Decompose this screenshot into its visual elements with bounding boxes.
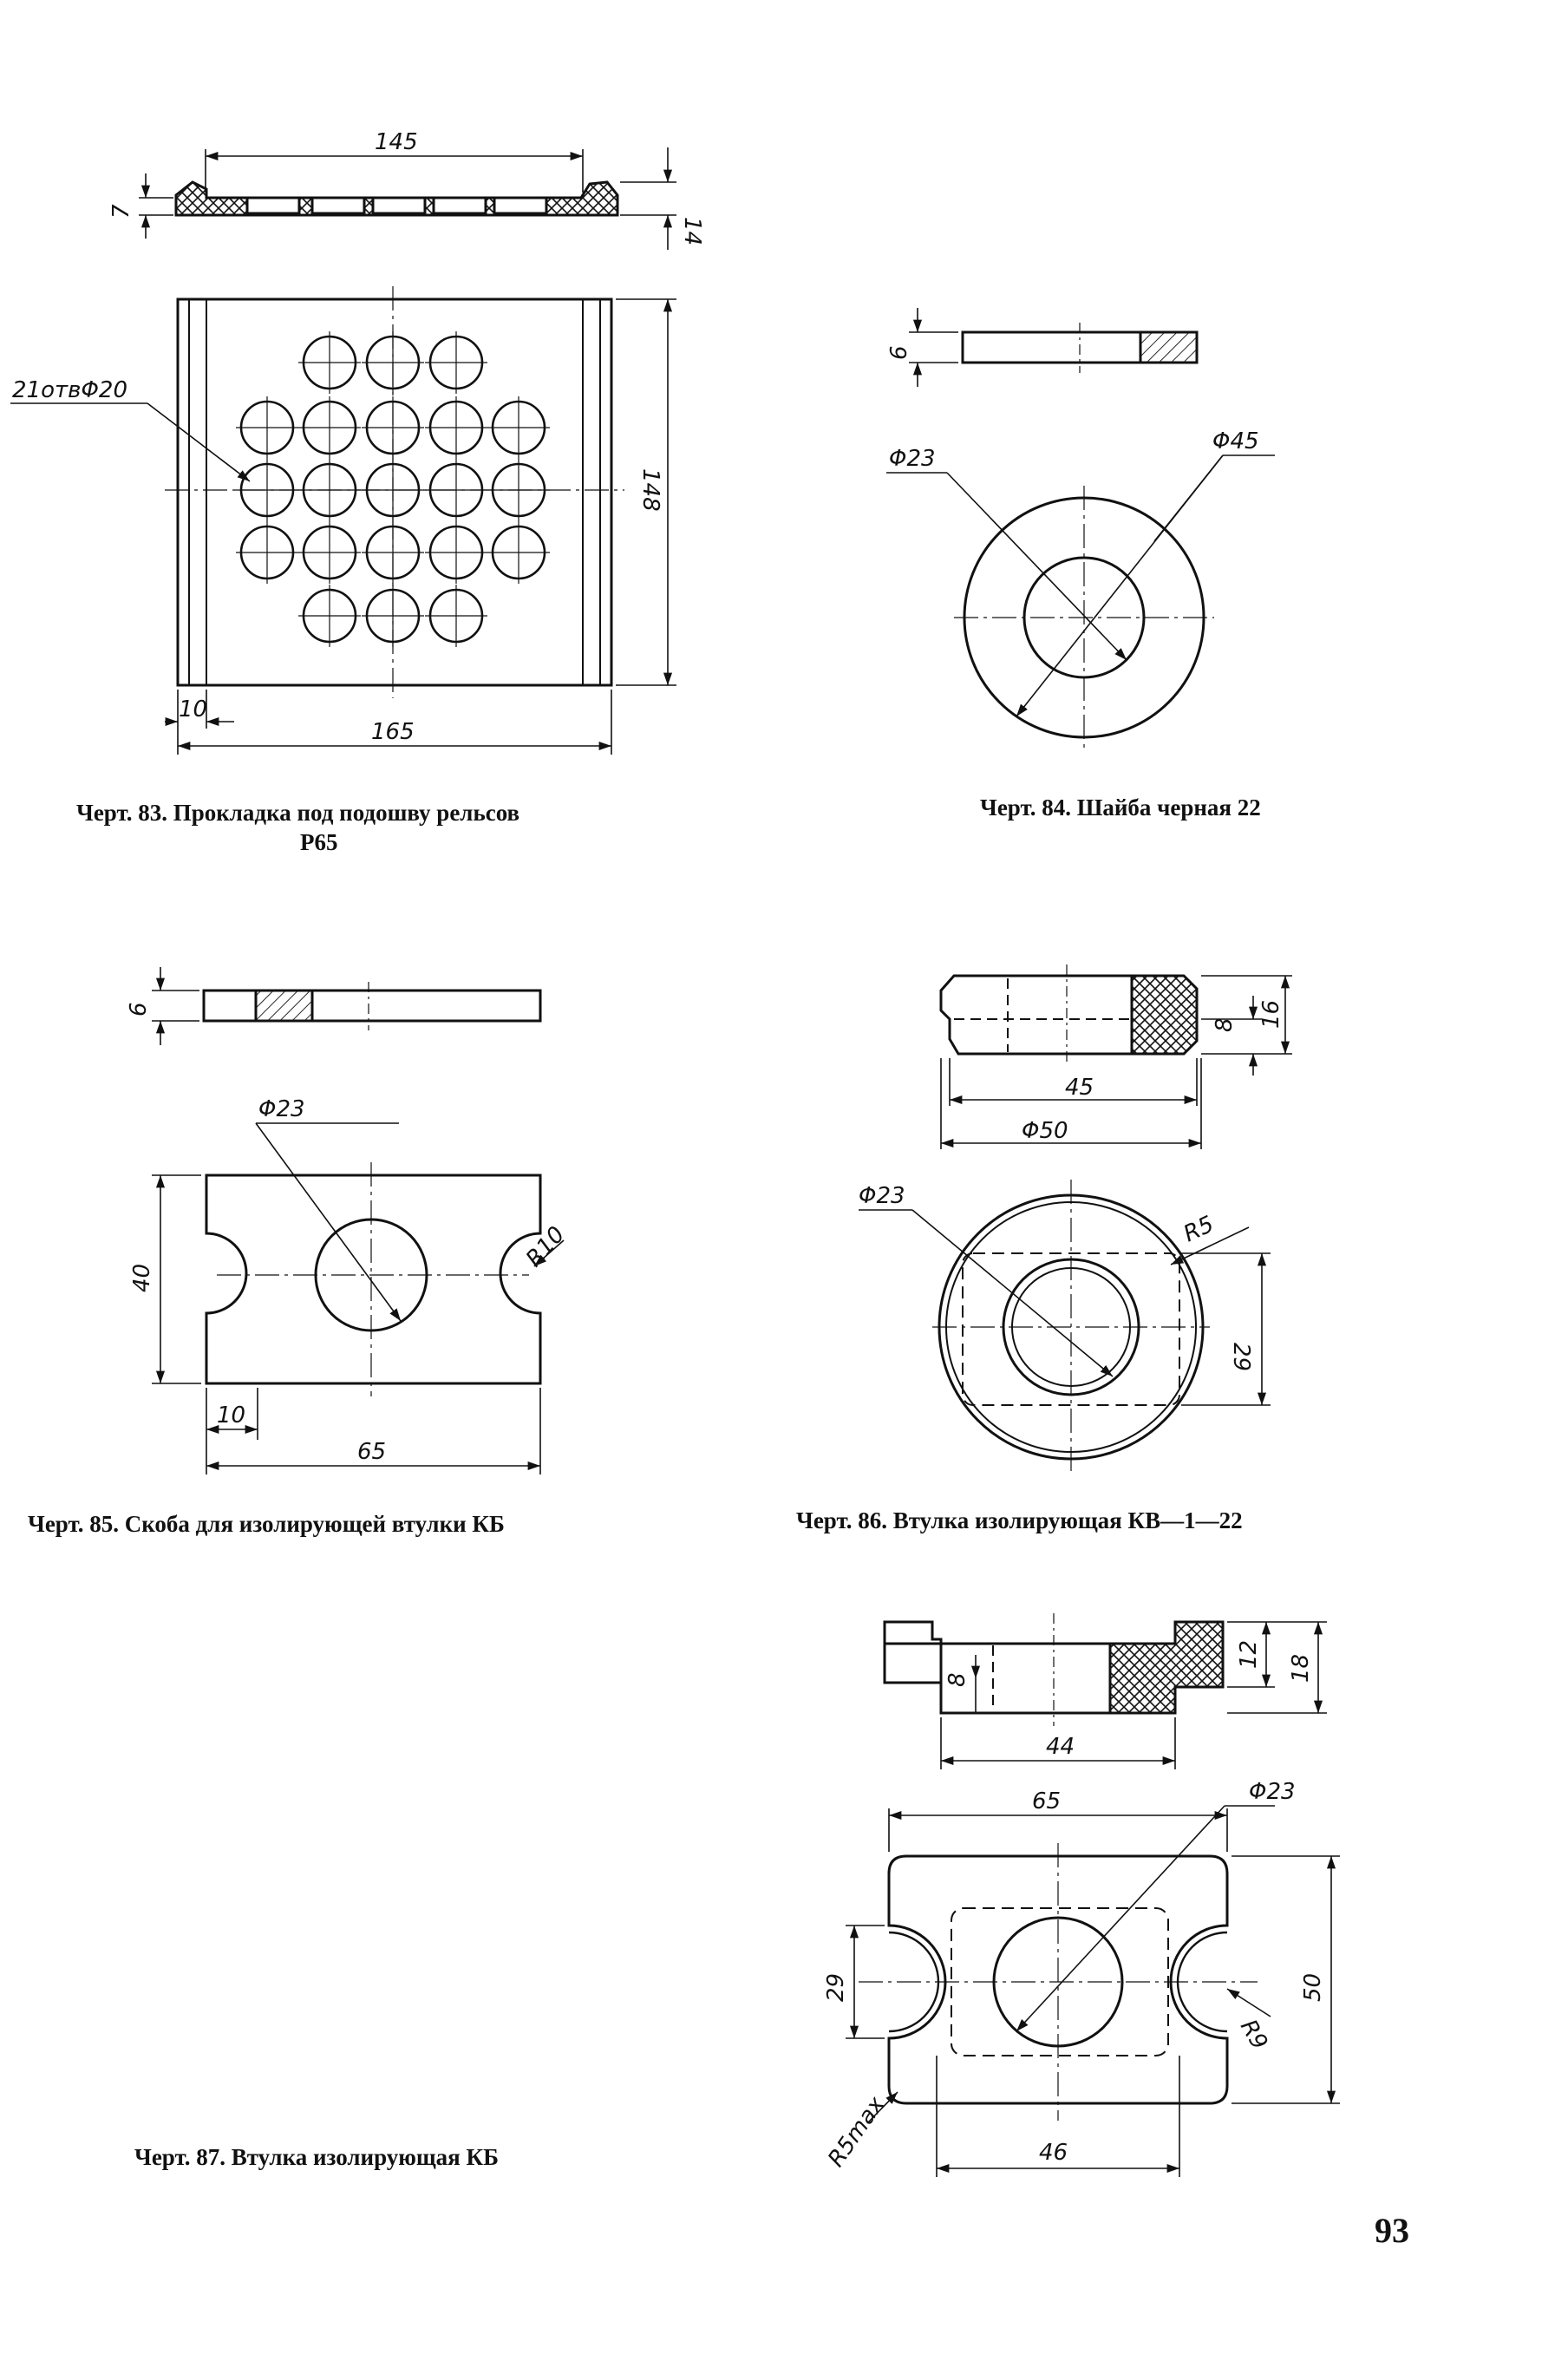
caption-fig84: Черт. 84. Шайба черная 22	[980, 794, 1261, 821]
dim-18: 18	[1288, 1654, 1314, 1683]
dim-d50: Φ50	[1022, 1118, 1068, 1144]
caption-fig85: Черт. 85. Скоба для изолирующей втулки К…	[28, 1511, 505, 1537]
dim-6: 6	[126, 1002, 152, 1017]
dim-148: 148	[637, 468, 663, 512]
dim-r5: R5	[1179, 1212, 1218, 1248]
figure-86: 8 16 45 Φ50 Φ23 R5 29	[859, 964, 1292, 1474]
dim-r5max: R5max	[823, 2092, 890, 2172]
dim-145: 145	[375, 129, 418, 155]
dim-29: 29	[823, 1973, 849, 2002]
caption-fig87: Черт. 87. Втулка изолирующая КБ	[134, 2144, 499, 2170]
caption-fig83: Черт. 83. Прокладка под подошву рельсов	[76, 800, 520, 826]
dim-44: 44	[1046, 1734, 1075, 1760]
dim-7: 7	[108, 204, 134, 219]
fig85-section-view	[152, 967, 542, 1045]
dim-d23: Φ23	[859, 1183, 905, 1209]
caption-fig86: Черт. 86. Втулка изолирующая КВ—1—22	[796, 1507, 1243, 1533]
figure-85: 6 Φ23 R10 40 10 65	[126, 967, 570, 1474]
caption-fig83-line2: Р65	[300, 829, 338, 855]
dim-8: 8	[944, 1672, 970, 1687]
fig86-plan-view	[859, 1180, 1271, 1474]
dim-29: 29	[1228, 1343, 1254, 1371]
page-number: 93	[1375, 2211, 1409, 2250]
fig86-section-view	[939, 964, 1199, 1065]
dim-16: 16	[1258, 1000, 1284, 1029]
fig87-section-view	[883, 1613, 1225, 1726]
fig87-section-dims	[940, 1621, 1327, 1769]
dim-46: 46	[1039, 2140, 1068, 2166]
dim-165: 165	[371, 719, 415, 745]
dim-r10: R10	[521, 1222, 571, 1272]
fig83-holes	[236, 331, 550, 647]
dim-r9: R9	[1235, 2016, 1272, 2055]
fig87-plan-dims	[846, 1805, 1340, 2177]
fig83-plan-view	[165, 286, 624, 698]
fig85-plan-view	[152, 1122, 565, 1474]
dim-d23: Φ23	[889, 446, 936, 472]
dim-40: 40	[129, 1264, 155, 1292]
fig83-plan-dims	[10, 298, 676, 755]
fig84-section-view	[909, 308, 1199, 387]
figure-87: 8 12 18 44 65 Φ23 29 R9 50 R5max 46	[823, 1613, 1340, 2177]
dim-holes: 21отвΦ20	[12, 377, 127, 403]
dim-14: 14	[679, 217, 705, 245]
fig83-section-dims	[139, 147, 676, 250]
dim-65: 65	[1032, 1788, 1061, 1814]
dim-6: 6	[886, 345, 912, 360]
dim-d45: Φ45	[1212, 428, 1259, 454]
dim-65: 65	[357, 1439, 386, 1465]
fig83-section-view	[174, 180, 619, 217]
figure-84: 6 Φ23 Φ45	[886, 308, 1275, 750]
dim-50: 50	[1300, 1973, 1326, 2002]
dim-45: 45	[1065, 1075, 1094, 1101]
fig84-plan-view	[886, 454, 1275, 750]
figure-83: 145 7 14 21отвΦ20 148 10 165	[10, 129, 705, 755]
dim-10: 10	[217, 1402, 245, 1429]
dim-8: 8	[1212, 1017, 1238, 1032]
fig87-plan-view	[859, 1843, 1258, 2121]
dim-12: 12	[1236, 1640, 1262, 1669]
dim-10: 10	[179, 696, 207, 722]
fig86-section-dims	[940, 975, 1292, 1149]
dim-d23: Φ23	[258, 1096, 305, 1122]
dim-d23: Φ23	[1249, 1779, 1296, 1805]
